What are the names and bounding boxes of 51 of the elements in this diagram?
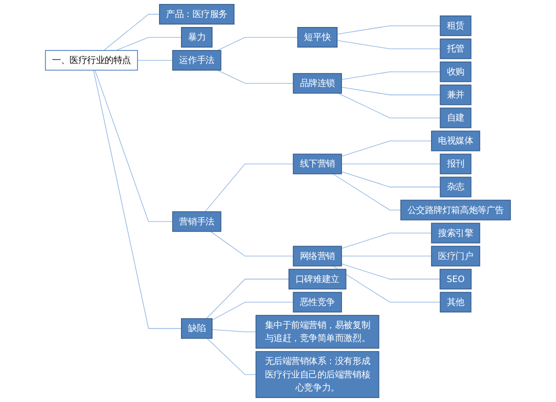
connector bbox=[338, 92, 441, 118]
connector bbox=[137, 60, 174, 61]
node-box: 自建 bbox=[440, 108, 472, 128]
connector bbox=[116, 36, 182, 51]
node-box: 集中于前端营销，易被复制与追赶，竞争简单而激烈。 bbox=[256, 314, 380, 349]
node-box: 暴力 bbox=[181, 27, 213, 48]
connector bbox=[341, 86, 441, 96]
connector bbox=[336, 25, 441, 34]
connector bbox=[204, 164, 294, 212]
node-box: 缺陷 bbox=[181, 318, 213, 339]
connector bbox=[341, 232, 432, 249]
node-box: SEO bbox=[440, 268, 472, 290]
node-box: 杂志 bbox=[440, 176, 472, 198]
node-box: 无后端营销体系：没有形成医疗行业自己的后端营销核心竞争力。 bbox=[256, 351, 380, 398]
node-box: 兼并 bbox=[440, 84, 472, 106]
connector bbox=[217, 70, 294, 84]
connector bbox=[103, 14, 160, 51]
connector bbox=[341, 140, 432, 157]
node-box: 报刊 bbox=[440, 154, 472, 174]
connector bbox=[94, 70, 174, 222]
node-box: 搜索引擎 bbox=[431, 222, 480, 244]
connector bbox=[341, 263, 440, 280]
node-box: 线下营销 bbox=[292, 154, 342, 174]
connector bbox=[212, 329, 256, 332]
node-box: 营销手法 bbox=[172, 211, 222, 232]
connector bbox=[210, 231, 294, 256]
connector bbox=[332, 266, 441, 302]
node-box: 品牌连锁 bbox=[292, 73, 342, 94]
node-box: 公交路牌灯箱高炮等广告 bbox=[400, 200, 511, 220]
node-box: 恶性竞争 bbox=[292, 292, 342, 312]
connector bbox=[341, 72, 441, 80]
node-box: 短平快 bbox=[297, 27, 338, 48]
node-box: 一、医疗行业的特点 bbox=[45, 50, 138, 71]
connector bbox=[206, 278, 290, 319]
node-box: 产品：医疗服务 bbox=[159, 4, 235, 25]
connector bbox=[212, 302, 294, 320]
node-box: 其他 bbox=[440, 292, 472, 312]
node-box: 托管 bbox=[440, 38, 472, 60]
node-box: 电视媒体 bbox=[431, 130, 480, 152]
node-box: 租赁 bbox=[440, 16, 472, 36]
node-box: 口碑难建立 bbox=[288, 268, 346, 290]
node-box: 网络营销 bbox=[292, 246, 342, 266]
connector bbox=[341, 171, 441, 188]
node-box: 运作手法 bbox=[172, 50, 222, 71]
connector bbox=[332, 174, 402, 210]
connector bbox=[336, 40, 441, 50]
connector bbox=[93, 70, 182, 329]
node-box: 医疗门户 bbox=[431, 246, 480, 266]
node-box: 收购 bbox=[440, 62, 472, 82]
connector bbox=[217, 36, 298, 51]
connector bbox=[206, 338, 256, 375]
